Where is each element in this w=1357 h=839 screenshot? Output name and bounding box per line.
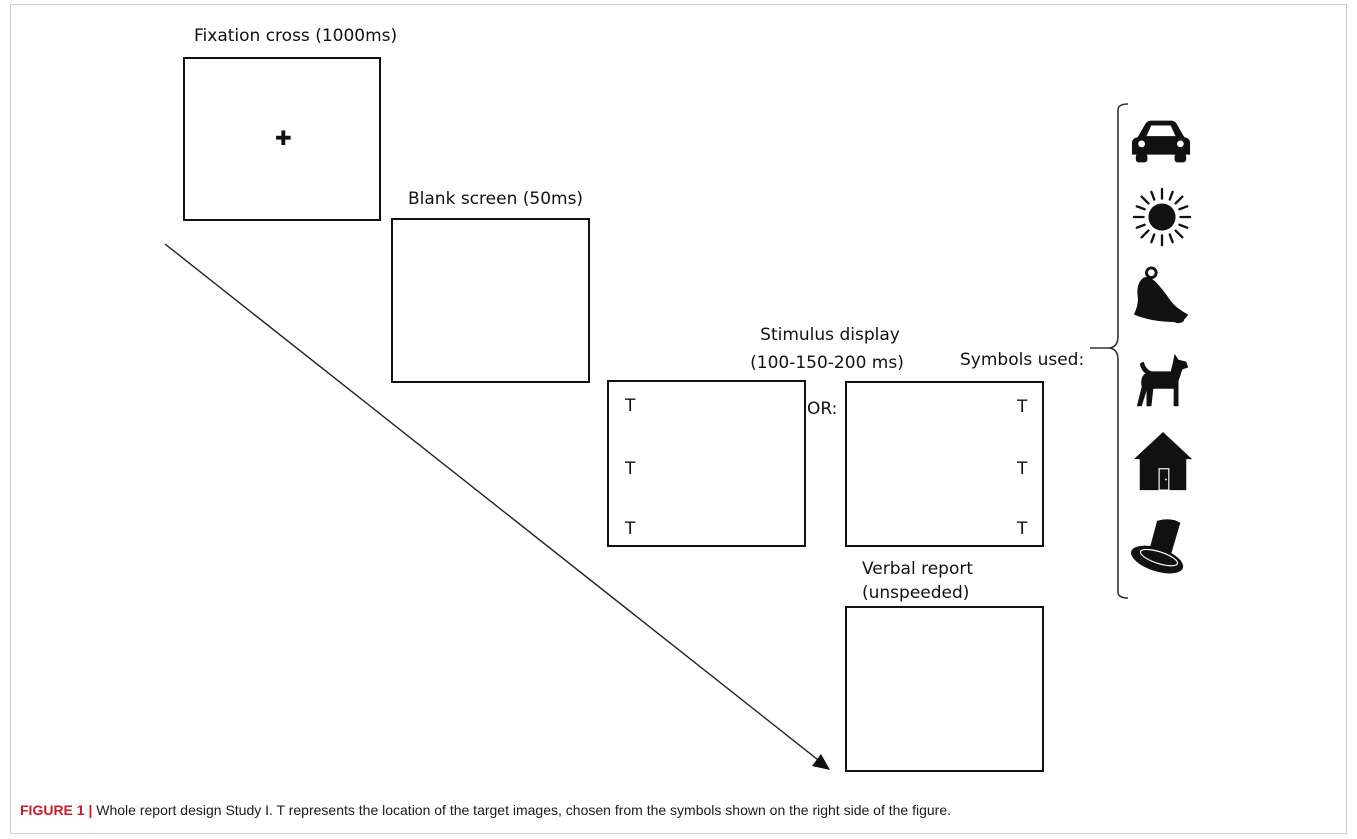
figure-caption: FIGURE 1 | Whole report design Study I. … (20, 802, 951, 818)
house-icon (1133, 431, 1193, 491)
stimulus-label-line2: (100-150-200 ms) (750, 353, 904, 373)
figure-caption-prefix: FIGURE 1 | (20, 802, 93, 818)
fixation-screen: ✚ (183, 57, 381, 221)
or-label: OR: (807, 399, 838, 419)
symbols-bracket (1090, 103, 1129, 599)
blank-screen-label: Blank screen (50ms) (408, 189, 584, 209)
target-letter: T (1017, 397, 1028, 417)
target-letter: T (1017, 519, 1028, 539)
sun-icon (1132, 187, 1192, 247)
stimulus-screen-right: T T T (845, 381, 1044, 547)
figure-caption-text: Whole report design Study I. T represent… (92, 802, 951, 818)
target-letter: T (625, 459, 636, 479)
verbal-report-label-line2: (unspeeded) (862, 583, 970, 603)
symbols-used-label: Symbols used: (960, 350, 1085, 370)
top-hat-icon (1131, 519, 1184, 574)
target-letter: T (625, 396, 636, 416)
dog-icon (1136, 353, 1189, 407)
blank-screen (391, 218, 590, 383)
verbal-report-label-line1: Verbal report (862, 559, 974, 579)
fixation-cross-icon: ✚ (275, 126, 292, 150)
fixation-label: Fixation cross (1000ms) (194, 26, 398, 46)
verbal-report-screen (845, 606, 1044, 772)
target-letter: T (1017, 459, 1028, 479)
stimulus-label-line1: Stimulus display (760, 325, 900, 345)
car-icon (1131, 120, 1191, 163)
bell-icon (1133, 266, 1189, 324)
stimulus-screen-left: T T T (607, 380, 806, 547)
target-letter: T (625, 519, 636, 539)
